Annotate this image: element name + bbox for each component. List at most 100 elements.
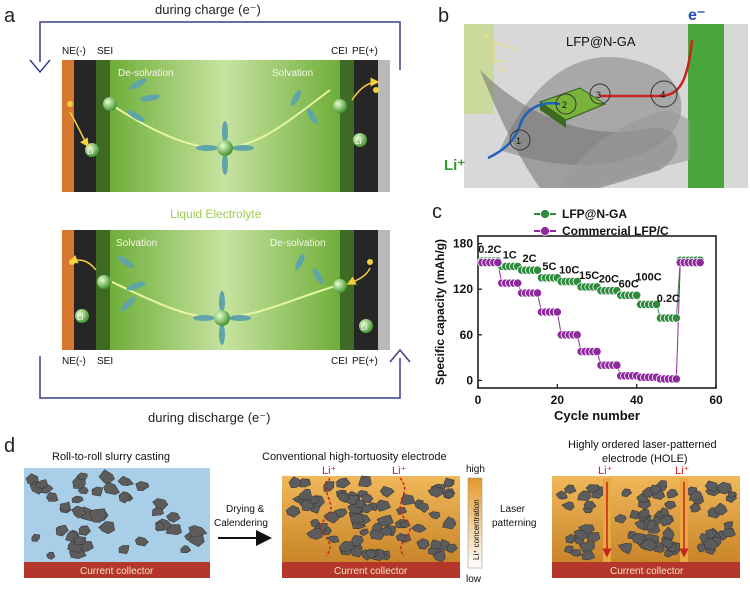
- bottom-ne-collector: [62, 230, 74, 350]
- rate-label: 2C: [523, 253, 537, 265]
- legend-swatch-marker: [540, 209, 550, 219]
- series-1-point: [513, 278, 523, 288]
- series-1-point: [493, 257, 503, 268]
- active-particle: [379, 485, 395, 498]
- panel-b: b 1 2 3 4 a c b LFP@N-GA e⁻ Li⁺: [438, 5, 748, 188]
- top-electron-arrow-left: [69, 111, 89, 148]
- rate-label: 0.2C: [657, 293, 680, 305]
- bottom-ne-electrode: [74, 230, 96, 350]
- active-particle: [98, 521, 116, 535]
- active-particle: [688, 490, 704, 501]
- left-crystal: [464, 24, 494, 114]
- bottom-left-process: Solvation: [116, 238, 157, 249]
- series-0-point: [651, 299, 662, 309]
- step1-title: Roll-to-roll slurry casting: [52, 451, 170, 463]
- top-electron-arrow-right: [351, 77, 380, 101]
- active-particle: [650, 484, 662, 495]
- active-particle: [285, 505, 301, 518]
- active-particle: [117, 475, 134, 487]
- active-particle: [361, 493, 374, 504]
- panel-a: a during charge (e⁻) NE(-) SEI CEI PE(+)…: [4, 2, 411, 425]
- active-particle: [309, 495, 320, 504]
- active-particle: [349, 513, 365, 524]
- top-center-li: [217, 140, 233, 156]
- x-tick-label: 60: [709, 393, 723, 407]
- rate-label: 100C: [635, 271, 661, 283]
- top-left-process: De-solvation: [118, 68, 174, 79]
- bottom-pe-collector: [378, 230, 390, 350]
- chart-frame: [477, 235, 717, 389]
- active-particle: [662, 526, 675, 541]
- active-particle: [78, 525, 91, 536]
- active-particle: [339, 541, 355, 553]
- arrow1-line1: Drying &: [226, 504, 265, 515]
- graphene-ribbon-3: [560, 110, 690, 188]
- crystal-axes: [493, 41, 511, 63]
- arrow2-line2: patterning: [492, 518, 536, 529]
- top-sei-layer: [96, 60, 110, 192]
- active-particle: [155, 521, 165, 532]
- series-1-point: [532, 288, 543, 298]
- step-1-marker: [509, 129, 531, 151]
- active-particle: [410, 523, 427, 533]
- panel-b-letter: b: [438, 5, 449, 27]
- slurry-region: [24, 468, 210, 562]
- top-electron-left: [67, 101, 73, 107]
- active-particle: [166, 511, 181, 523]
- series-1-point: [671, 374, 681, 384]
- active-particle: [88, 508, 107, 523]
- charge-bracket: [39, 21, 401, 70]
- legend-entry: Commercial LFP/C: [562, 224, 669, 238]
- active-particle: [134, 536, 149, 547]
- active-particle: [703, 537, 720, 551]
- series-1-point: [612, 360, 622, 370]
- bottom-sei-label: SEI: [97, 356, 113, 367]
- bottom-electron-left: [69, 259, 75, 265]
- active-particle: [430, 539, 442, 550]
- active-particle: [565, 534, 576, 544]
- bottom-cei-layer: [340, 230, 354, 350]
- lfp-particle-side: [540, 102, 566, 128]
- y-tick-label: 180: [453, 237, 473, 251]
- active-particle: [721, 527, 736, 538]
- active-particle: [359, 528, 369, 537]
- bottom-li-ion-left: [97, 275, 111, 289]
- active-particle: [180, 545, 192, 554]
- series-0-point: [671, 313, 681, 323]
- step-3-marker: [589, 83, 611, 105]
- tortuous-path-2: [399, 477, 411, 557]
- step3-title-line2: electrode (HOLE): [602, 453, 688, 465]
- step2-title: Conventional high-tortuosity electrode: [262, 451, 447, 463]
- bottom-solvent-molecules: [117, 253, 324, 345]
- active-particle: [561, 501, 575, 511]
- rate-label: 60C: [619, 278, 639, 290]
- step3-collector-label: Current collector: [610, 566, 684, 577]
- series-1-point: [592, 346, 602, 357]
- series-0-point: [632, 290, 642, 300]
- active-particle: [428, 511, 441, 520]
- active-particle: [664, 500, 677, 510]
- top-li-atom-right-label: Li: [355, 137, 361, 146]
- top-cei-label: CEI: [331, 46, 348, 57]
- conc-high-label: high: [466, 464, 485, 475]
- top-ne-collector: [62, 60, 74, 192]
- panel-b-title: LFP@N-GA: [566, 34, 636, 49]
- series-1-point: [572, 330, 582, 340]
- active-particle: [443, 477, 454, 488]
- bottom-electrolyte: [110, 230, 340, 350]
- x-tick-label: 40: [630, 393, 644, 407]
- step3-collector: [552, 562, 740, 578]
- active-particle: [631, 532, 647, 545]
- step2-collector: [282, 562, 460, 578]
- top-li-ion-right: [333, 99, 347, 113]
- panel-c-letter: c: [432, 201, 442, 223]
- top-ne-electrode: [74, 60, 96, 192]
- step2-li-left: Li⁺: [322, 465, 337, 477]
- axis-a-label: a: [483, 30, 488, 40]
- bottom-cell: NE(-) SEI CEI PE(+) Solvation De-solvati…: [62, 230, 390, 367]
- active-particle: [188, 525, 208, 538]
- active-particle: [118, 545, 130, 555]
- active-particle: [31, 533, 41, 542]
- conc-bar-label: Li⁺ concentration: [472, 499, 481, 560]
- top-cei-layer: [340, 60, 354, 192]
